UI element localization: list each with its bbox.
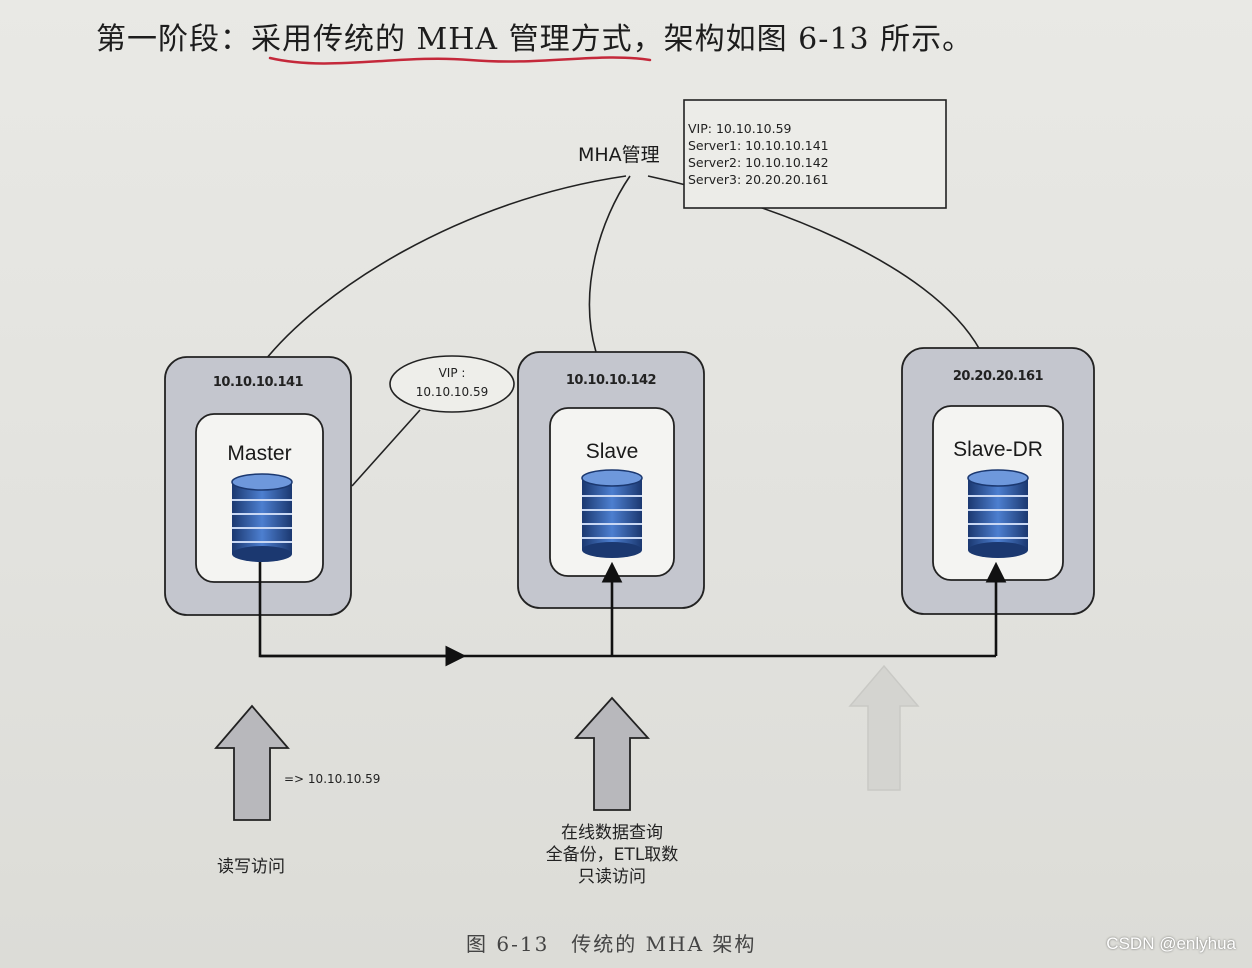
read-write-arrow bbox=[214, 704, 290, 821]
info-box-border bbox=[683, 99, 947, 209]
vip-bubble-line1: VIP : bbox=[438, 366, 466, 380]
server-master bbox=[164, 356, 352, 616]
info-box: VIP: 10.10.10.59 Server1: 10.10.10.141 S… bbox=[688, 120, 829, 188]
section-heading: 第一阶段：采用传统的 MHA 管理方式，架构如图 6-13 所示。 bbox=[96, 22, 974, 57]
master-ip: 10.10.10.141 bbox=[212, 375, 304, 390]
mgmt-line-master bbox=[261, 175, 627, 365]
database-icon-slave bbox=[581, 469, 643, 558]
read-only-line3: 只读访问 bbox=[578, 867, 646, 887]
dr-ip: 20.20.20.161 bbox=[952, 369, 1044, 384]
vip-link-line bbox=[351, 409, 421, 487]
mgmt-line-slave bbox=[588, 175, 631, 353]
database-icon-dr bbox=[967, 469, 1029, 558]
vip-bubble bbox=[389, 355, 515, 413]
info-server1: Server1: 10.10.10.141 bbox=[688, 138, 829, 153]
info-server3: Server3: 20.20.20.161 bbox=[688, 172, 829, 187]
server-slave-dr bbox=[901, 347, 1095, 615]
read-only-arrow bbox=[573, 696, 651, 811]
replication-lines bbox=[258, 561, 1007, 667]
dr-role: Slave-DR bbox=[953, 438, 1043, 461]
master-role: Master bbox=[227, 442, 292, 465]
watermark: CSDN @enlyhua bbox=[1106, 934, 1236, 953]
read-only-line1: 在线数据查询 bbox=[561, 823, 663, 843]
info-server2: Server2: 10.10.10.142 bbox=[688, 155, 829, 170]
red-underline bbox=[268, 56, 652, 65]
slave-role: Slave bbox=[585, 440, 639, 463]
read-write-vip-note: => 10.10.10.59 bbox=[284, 772, 381, 786]
read-write-label: 读写访问 bbox=[217, 857, 285, 877]
vip-bubble-line2: 10.10.10.59 bbox=[415, 385, 489, 399]
info-vip: VIP: 10.10.10.59 bbox=[688, 121, 792, 136]
mha-management-label: MHA管理 bbox=[578, 144, 660, 166]
vip-bubble-text: VIP : 10.10.10.59 bbox=[398, 364, 506, 402]
slave-ip: 10.10.10.142 bbox=[565, 373, 657, 388]
read-only-labels: 在线数据查询 全备份，ETL取数 只读访问 bbox=[522, 822, 702, 888]
database-icon-master bbox=[231, 473, 293, 562]
bleed-through-arrow bbox=[848, 664, 920, 791]
read-only-line2: 全备份，ETL取数 bbox=[545, 845, 679, 865]
figure-caption: 图 6-13 传统的 MHA 架构 bbox=[466, 932, 757, 956]
